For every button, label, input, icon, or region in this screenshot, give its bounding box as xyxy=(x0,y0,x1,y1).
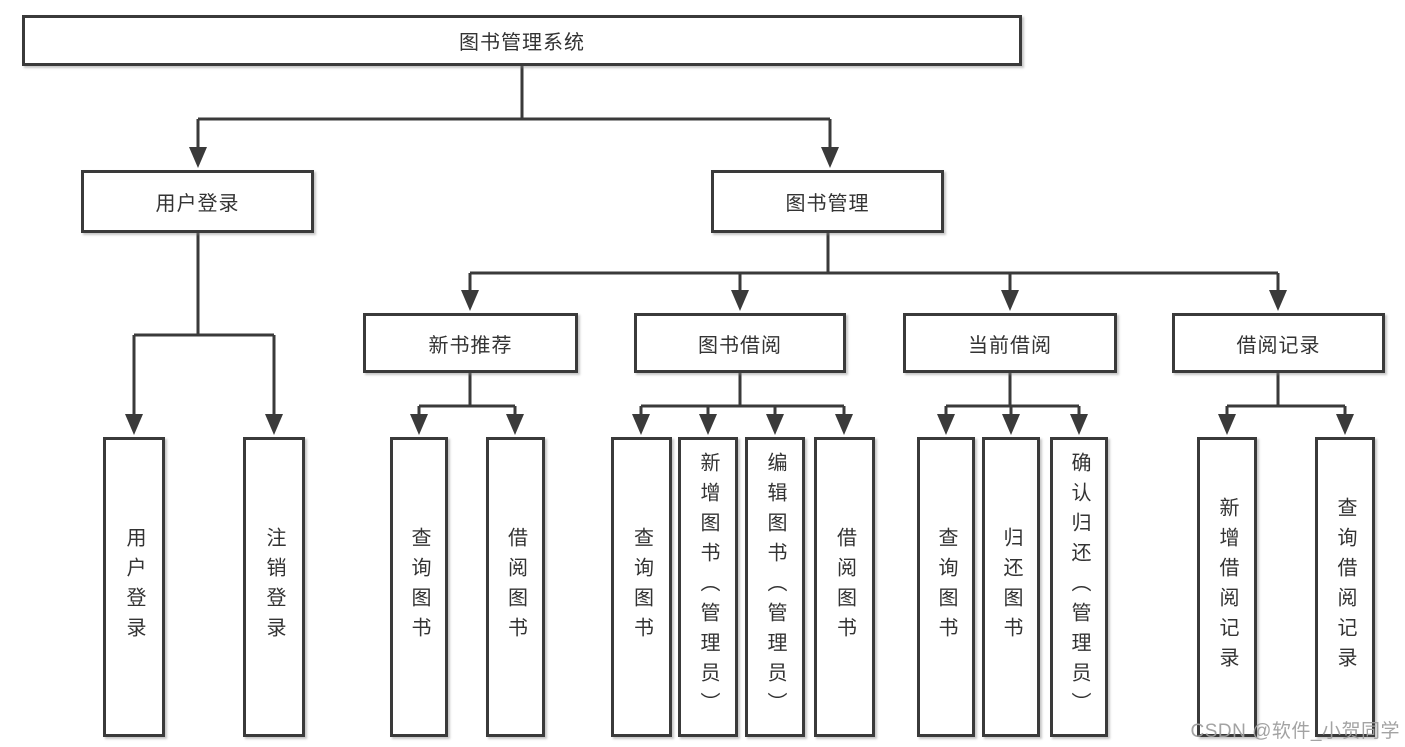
connector-book-management-to-level3 xyxy=(468,233,1280,293)
connector-borrow-record-to-leaves xyxy=(1225,373,1347,417)
arrowheads xyxy=(125,147,1354,435)
connector-current-borrow-to-leaves xyxy=(944,373,1081,417)
connector-book-borrow-to-leaves xyxy=(639,373,846,417)
leaf-add-book-admin: 新增图书（管理员） xyxy=(678,437,738,737)
leaf-query-book-newbook: 查询图书 xyxy=(390,437,448,737)
node-book-management: 图书管理 xyxy=(711,170,944,233)
leaf-query-book-current: 查询图书 xyxy=(917,437,975,737)
leaf-add-borrow-record: 新增借阅记录 xyxy=(1197,437,1257,737)
connector-user-login-to-leaves xyxy=(132,233,276,417)
leaf-return-book: 归还图书 xyxy=(982,437,1040,737)
leaf-borrow-book-newbook: 借阅图书 xyxy=(486,437,545,737)
leaf-confirm-return-admin: 确认归还（管理员） xyxy=(1050,437,1108,737)
leaf-user-login: 用户登录 xyxy=(103,437,165,737)
node-new-book-recommend: 新书推荐 xyxy=(363,313,578,373)
csdn-watermark: CSDN @软件_小贺同学 xyxy=(1190,721,1400,742)
leaf-query-borrow-record: 查询借阅记录 xyxy=(1315,437,1375,737)
leaf-borrow-book: 借阅图书 xyxy=(814,437,875,737)
connector-new-book-to-leaves xyxy=(417,373,517,417)
leaf-edit-book-admin: 编辑图书（管理员） xyxy=(745,437,805,737)
connector-root-to-level2 xyxy=(196,66,832,150)
node-current-borrow: 当前借阅 xyxy=(903,313,1117,373)
leaf-query-book-borrow: 查询图书 xyxy=(611,437,672,737)
leaf-logout: 注销登录 xyxy=(243,437,305,737)
node-borrow-record: 借阅记录 xyxy=(1172,313,1385,373)
node-root-system: 图书管理系统 xyxy=(22,15,1022,66)
node-user-login: 用户登录 xyxy=(81,170,314,233)
node-book-borrow: 图书借阅 xyxy=(634,313,846,373)
